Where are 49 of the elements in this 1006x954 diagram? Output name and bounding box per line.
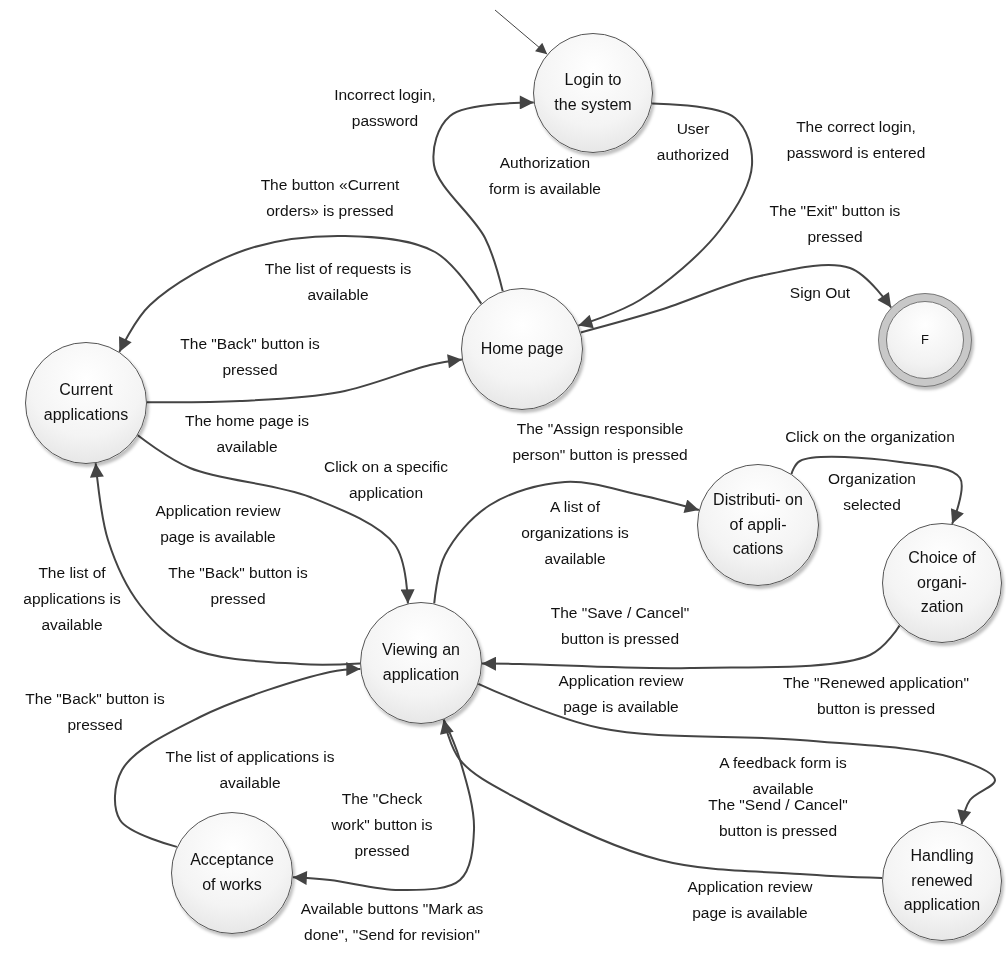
transition-arrow xyxy=(146,354,463,404)
transition-note: Application review page is available xyxy=(557,671,685,717)
transition-note: The list of requests is available xyxy=(263,259,413,305)
transition-arrow xyxy=(577,102,754,329)
transition-note: Application review page is available xyxy=(686,877,814,923)
edge-label: The "Back" button is pressed xyxy=(25,689,165,735)
edge-label: The "Exit" button is pressed xyxy=(768,201,902,247)
edge-label: Click on a specific application xyxy=(322,457,449,503)
edge-label: The correct login, password is entered xyxy=(785,117,927,163)
transition-arrow xyxy=(433,480,700,605)
transition-arrow xyxy=(432,95,535,293)
edge-label: The "Renewed application" button is pressed xyxy=(782,673,970,719)
transition-arrow xyxy=(113,662,362,848)
state-name: Handling renewed application xyxy=(902,845,982,916)
state-name: Current applications xyxy=(42,380,130,425)
state-name: Distributi- on of appli- cations xyxy=(713,489,803,560)
transition-arrow xyxy=(579,263,893,334)
transition-arrow xyxy=(481,624,901,671)
edge-label: Incorrect login, password xyxy=(333,85,437,131)
state-name: F xyxy=(920,330,930,349)
state-name: Viewing an application xyxy=(381,640,461,685)
transition-arrow xyxy=(136,434,415,605)
edge-label: The button «Current orders» is pressed xyxy=(259,175,401,221)
transition-arrow xyxy=(477,682,996,826)
transition-arrow xyxy=(494,9,548,55)
transition-note: The list of applications is available xyxy=(22,563,122,635)
edge-label: Click on the organization xyxy=(784,427,956,447)
state-name: Choice of organi- zation xyxy=(907,547,977,618)
state-name: Acceptance of works xyxy=(189,850,275,895)
transition-note: Application review page is available xyxy=(154,501,282,547)
state-name: Home page xyxy=(479,338,565,359)
transition-note: Authorization form is available xyxy=(488,153,602,199)
transition-note: Organization selected xyxy=(827,469,917,515)
transition-arrow xyxy=(291,718,475,891)
transition-note: Sign Out xyxy=(788,283,852,303)
transition-note: User authorized xyxy=(655,119,731,165)
transition-arrow xyxy=(90,462,361,666)
transition-note: Available buttons "Mark as done", "Send for revision" xyxy=(299,899,485,945)
edge-label: The "Back" button is pressed xyxy=(168,563,308,609)
final-state-circle xyxy=(878,293,972,387)
transition-note: The home page is available xyxy=(183,411,311,457)
edge-label: The "Save / Cancel" button is pressed xyxy=(549,603,691,649)
transition-arrow xyxy=(118,234,483,353)
transition-arrow xyxy=(790,455,964,525)
transition-arrow xyxy=(440,718,884,880)
state-name: Login to the system xyxy=(553,70,633,115)
transition-note: A list of organizations is available xyxy=(520,497,630,569)
edge-label: The "Assign responsible person" button is pressed xyxy=(511,419,689,465)
edge-label: The "Back" button is pressed xyxy=(179,334,321,380)
